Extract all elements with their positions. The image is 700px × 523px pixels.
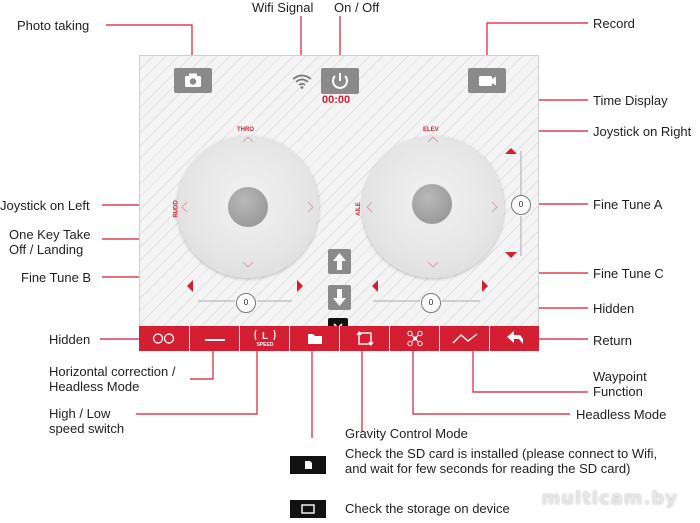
storage-icon [301, 504, 315, 514]
record-button[interactable] [468, 68, 506, 93]
toolbar-item-headless[interactable] [389, 326, 439, 351]
label-headless-mode: Headless Mode [576, 407, 667, 422]
power-button[interactable] [321, 68, 359, 94]
watermark: multicam.by [541, 488, 678, 509]
line-headless [412, 345, 570, 415]
label-waypoint: Waypoint Function [593, 369, 647, 399]
speed-icon: L [254, 329, 276, 342]
storage-indicator [290, 500, 326, 518]
arrow-down-icon [333, 289, 346, 306]
toolbar-item-hidden[interactable] [139, 326, 189, 351]
label-high-low: High / Low speed switch [49, 406, 125, 436]
hidden-menu-icon [152, 333, 175, 344]
fine-tune-a-value[interactable]: 0 [511, 195, 531, 215]
speed-badge: SPEED [256, 342, 274, 348]
label-joystick-right: Joystick on Right [593, 124, 692, 139]
takeoff-button[interactable] [328, 249, 351, 274]
camera-icon [185, 73, 201, 87]
line-horiz [190, 345, 214, 380]
toolbar-item-folder[interactable] [289, 326, 339, 351]
label-time-display: Time Display [593, 93, 668, 108]
label-return: Return [593, 333, 633, 348]
toolbar-item-gravity[interactable] [339, 326, 389, 351]
label-record: Record [593, 16, 635, 31]
bottom-toolbar: L SPEED [139, 326, 539, 351]
sd-card-indicator [290, 456, 326, 474]
folder-icon [308, 334, 322, 344]
power-icon [332, 73, 348, 89]
waypoint-icon [452, 333, 478, 344]
label-fine-tune-a: Fine Tune A [593, 197, 663, 212]
joystick-left-top-label: THRO [237, 127, 254, 133]
landing-button[interactable] [328, 285, 351, 310]
label-fine-tune-b: Fine Tune B [21, 270, 92, 285]
label-hidden-right: Hidden [593, 301, 635, 316]
line-highlow [136, 345, 258, 415]
svg-text:L: L [262, 331, 268, 342]
label-hidden-left: Hidden [49, 332, 91, 347]
label-joystick-left: Joystick on Left [0, 198, 90, 213]
photo-button[interactable] [174, 68, 212, 93]
rotate-icon [356, 330, 374, 347]
joystick-right-top-label: ELEV [423, 127, 439, 133]
arrow-up-icon [333, 253, 346, 270]
video-camera-icon [479, 76, 496, 86]
toolbar-item-return[interactable] [489, 326, 539, 351]
note-sd-card: Check the SD card is installed (please c… [345, 446, 658, 476]
sd-card-icon [305, 461, 312, 469]
joystick-left-knob[interactable] [228, 187, 268, 227]
label-on-off: On / Off [334, 0, 380, 15]
wifi-signal-icon [292, 74, 312, 89]
toolbar-item-horizontal[interactable] [189, 326, 239, 351]
return-arrow-icon [507, 331, 523, 344]
toolbar-item-speed[interactable]: L SPEED [239, 326, 289, 351]
label-wifi-signal: Wifi Signal [252, 0, 314, 15]
fine-tune-b-value[interactable]: 0 [236, 293, 256, 313]
line-waypoint [472, 345, 588, 393]
toolbar-item-waypoint[interactable] [439, 326, 489, 351]
drone-icon [407, 330, 423, 347]
line-photo [106, 24, 193, 68]
joystick-arrows [181, 136, 522, 302]
label-gravity: Gravity Control Mode [345, 426, 468, 441]
label-photo-taking: Photo taking [17, 18, 90, 33]
time-display: 00:00 [322, 94, 351, 106]
label-one-key: One Key Take Off / Landing [9, 227, 91, 257]
note-storage: Check the storage on device [345, 501, 510, 516]
horizontal-line-icon [205, 339, 225, 341]
label-horizontal-correction: Horizontal correction / Headless Mode [49, 364, 176, 394]
line-record [486, 22, 588, 68]
app-screen: 00:00 THRO RUDD ELEV AILE [139, 55, 539, 351]
label-fine-tune-c: Fine Tune C [593, 266, 664, 281]
joystick-right-knob[interactable] [412, 184, 452, 224]
fine-tune-c-value[interactable]: 0 [421, 293, 441, 313]
